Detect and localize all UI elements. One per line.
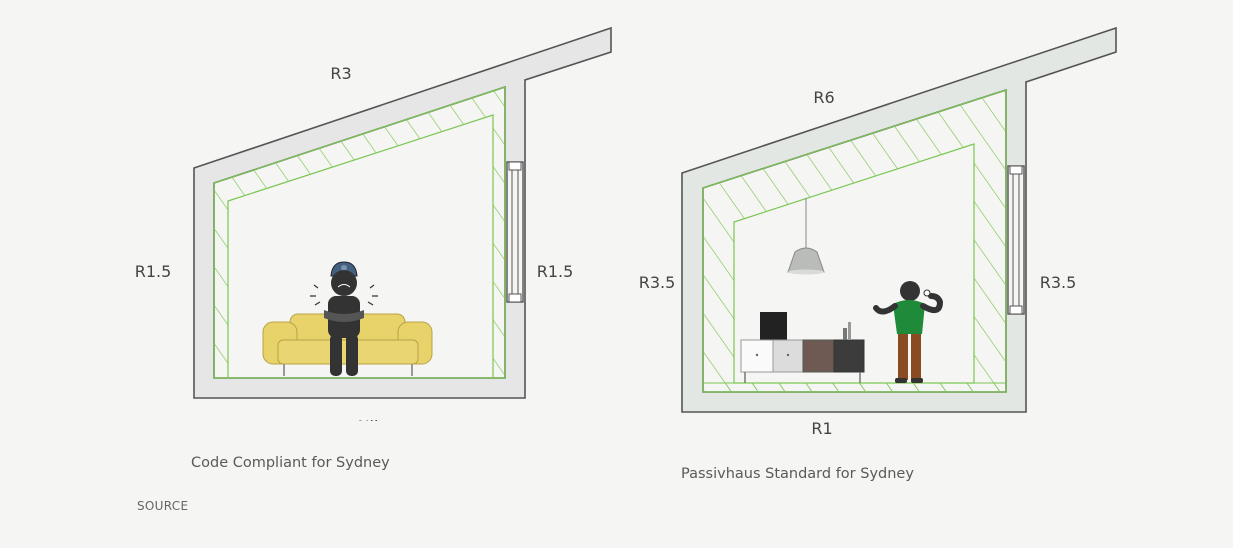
cabinet-icon — [740, 312, 865, 383]
source-link[interactable]: SOURCE — [137, 499, 189, 513]
left-house-insulation — [213, 86, 506, 379]
left-house: R3 R1.5 R1.5 Nil — [135, 26, 612, 436]
right-roof-label: R6 — [813, 88, 834, 107]
floor-insulation — [702, 382, 1007, 393]
floor-label-mask — [250, 421, 510, 451]
left-roof-label: R3 — [330, 64, 351, 83]
left-wall-label-right: R1.5 — [537, 262, 574, 281]
right-wall-label-right: R3.5 — [1040, 273, 1077, 292]
right-house: R6 R3.5 R3.5 R1 — [639, 26, 1117, 438]
right-house-caption: Passivhaus Standard for Sydney — [681, 466, 914, 482]
right-wall-label-left: R3.5 — [639, 273, 676, 292]
left-window-icon — [506, 161, 524, 303]
left-wall-label-left: R1.5 — [135, 262, 172, 281]
shivering-person-icon — [310, 261, 378, 376]
left-house-caption: Code Compliant for Sydney — [191, 455, 390, 471]
pendant-lamp-icon — [787, 198, 825, 275]
person-drinking-icon — [873, 281, 944, 383]
right-window-icon — [1007, 165, 1025, 315]
right-floor-label: R1 — [811, 419, 832, 438]
